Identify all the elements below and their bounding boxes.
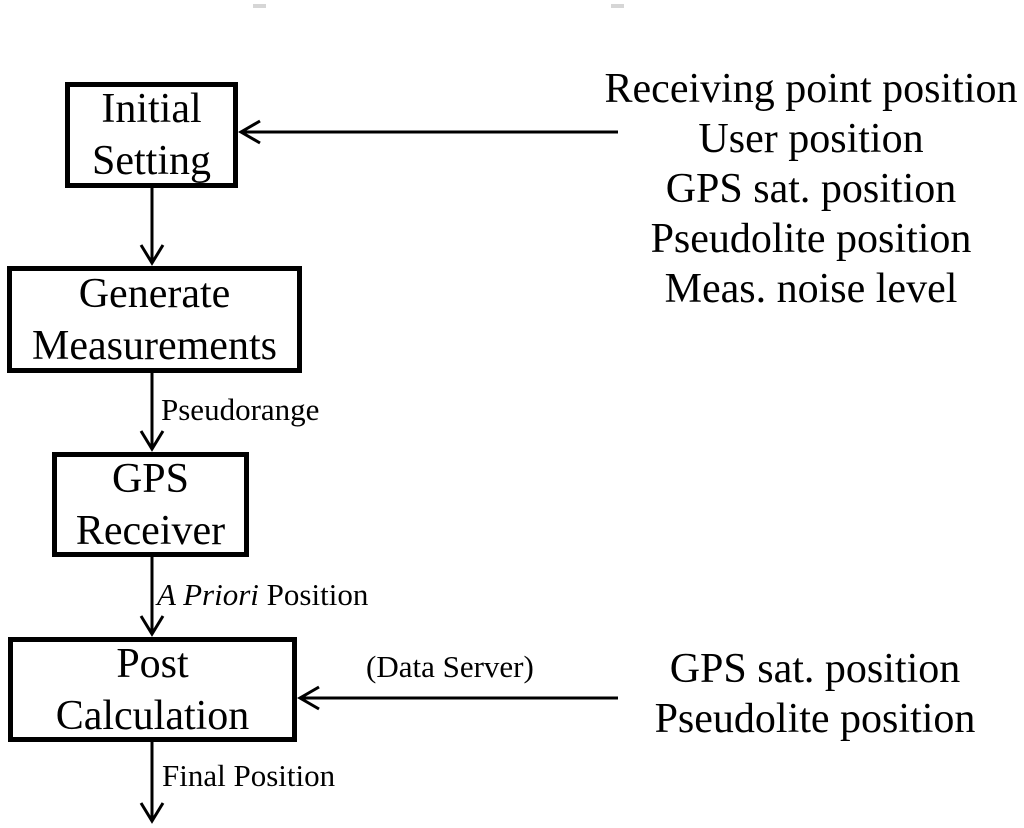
box-gps-receiver-line1: GPS: [111, 455, 190, 502]
input-line: GPS sat. position: [669, 646, 961, 692]
box-post-calculation-line2: Calculation: [55, 692, 250, 739]
box-gps-receiver: GPS Receiver: [52, 452, 249, 557]
box-post-calculation-line1: Post: [116, 640, 189, 687]
box-post-calculation: Post Calculation: [8, 637, 297, 742]
arrow-receiver-to-post: [139, 557, 165, 637]
input-line: Receiving point position: [604, 66, 1018, 112]
box-generate-measurements: Generate Measurements: [7, 266, 302, 373]
arrow-inputs-to-initial: [238, 119, 618, 145]
input-line: Pseudolite position: [650, 216, 972, 262]
edge-label-a-priori-rest: Position: [258, 577, 369, 612]
edge-label-data-server: (Data Server): [366, 649, 534, 684]
edge-label-a-priori-position: A Priori Position: [157, 577, 368, 613]
input-line: User position: [698, 116, 924, 162]
box-generate-measurements-line2: Measurements: [32, 322, 277, 369]
input-line: Pseudolite position: [654, 696, 976, 742]
box-initial-setting: Initial Setting: [65, 82, 238, 188]
input-line: GPS sat. position: [665, 166, 957, 212]
arrow-generate-to-receiver: [139, 373, 165, 452]
input-line: Meas. noise level: [664, 266, 958, 312]
top-edge-artifact: [253, 4, 266, 8]
edge-label-a-priori-italic: A Priori: [157, 577, 259, 612]
box-initial-setting-line1: Initial: [101, 86, 202, 132]
box-initial-setting-line2: Setting: [91, 138, 211, 184]
input-list-initial-setting: Receiving point position User position G…: [596, 64, 1024, 314]
input-list-post-calculation: GPS sat. position Pseudolite position: [626, 644, 1004, 744]
arrow-dataserver-to-post: [297, 685, 618, 711]
edge-label-final-position: Final Position: [162, 758, 336, 793]
arrow-post-to-final: [139, 742, 165, 824]
box-gps-receiver-line2: Receiver: [75, 507, 226, 554]
box-generate-measurements-line1: Generate: [78, 270, 231, 317]
top-edge-artifact: [611, 4, 624, 8]
arrow-initial-to-generate: [139, 188, 165, 266]
edge-label-pseudorange: Pseudorange: [161, 392, 320, 427]
